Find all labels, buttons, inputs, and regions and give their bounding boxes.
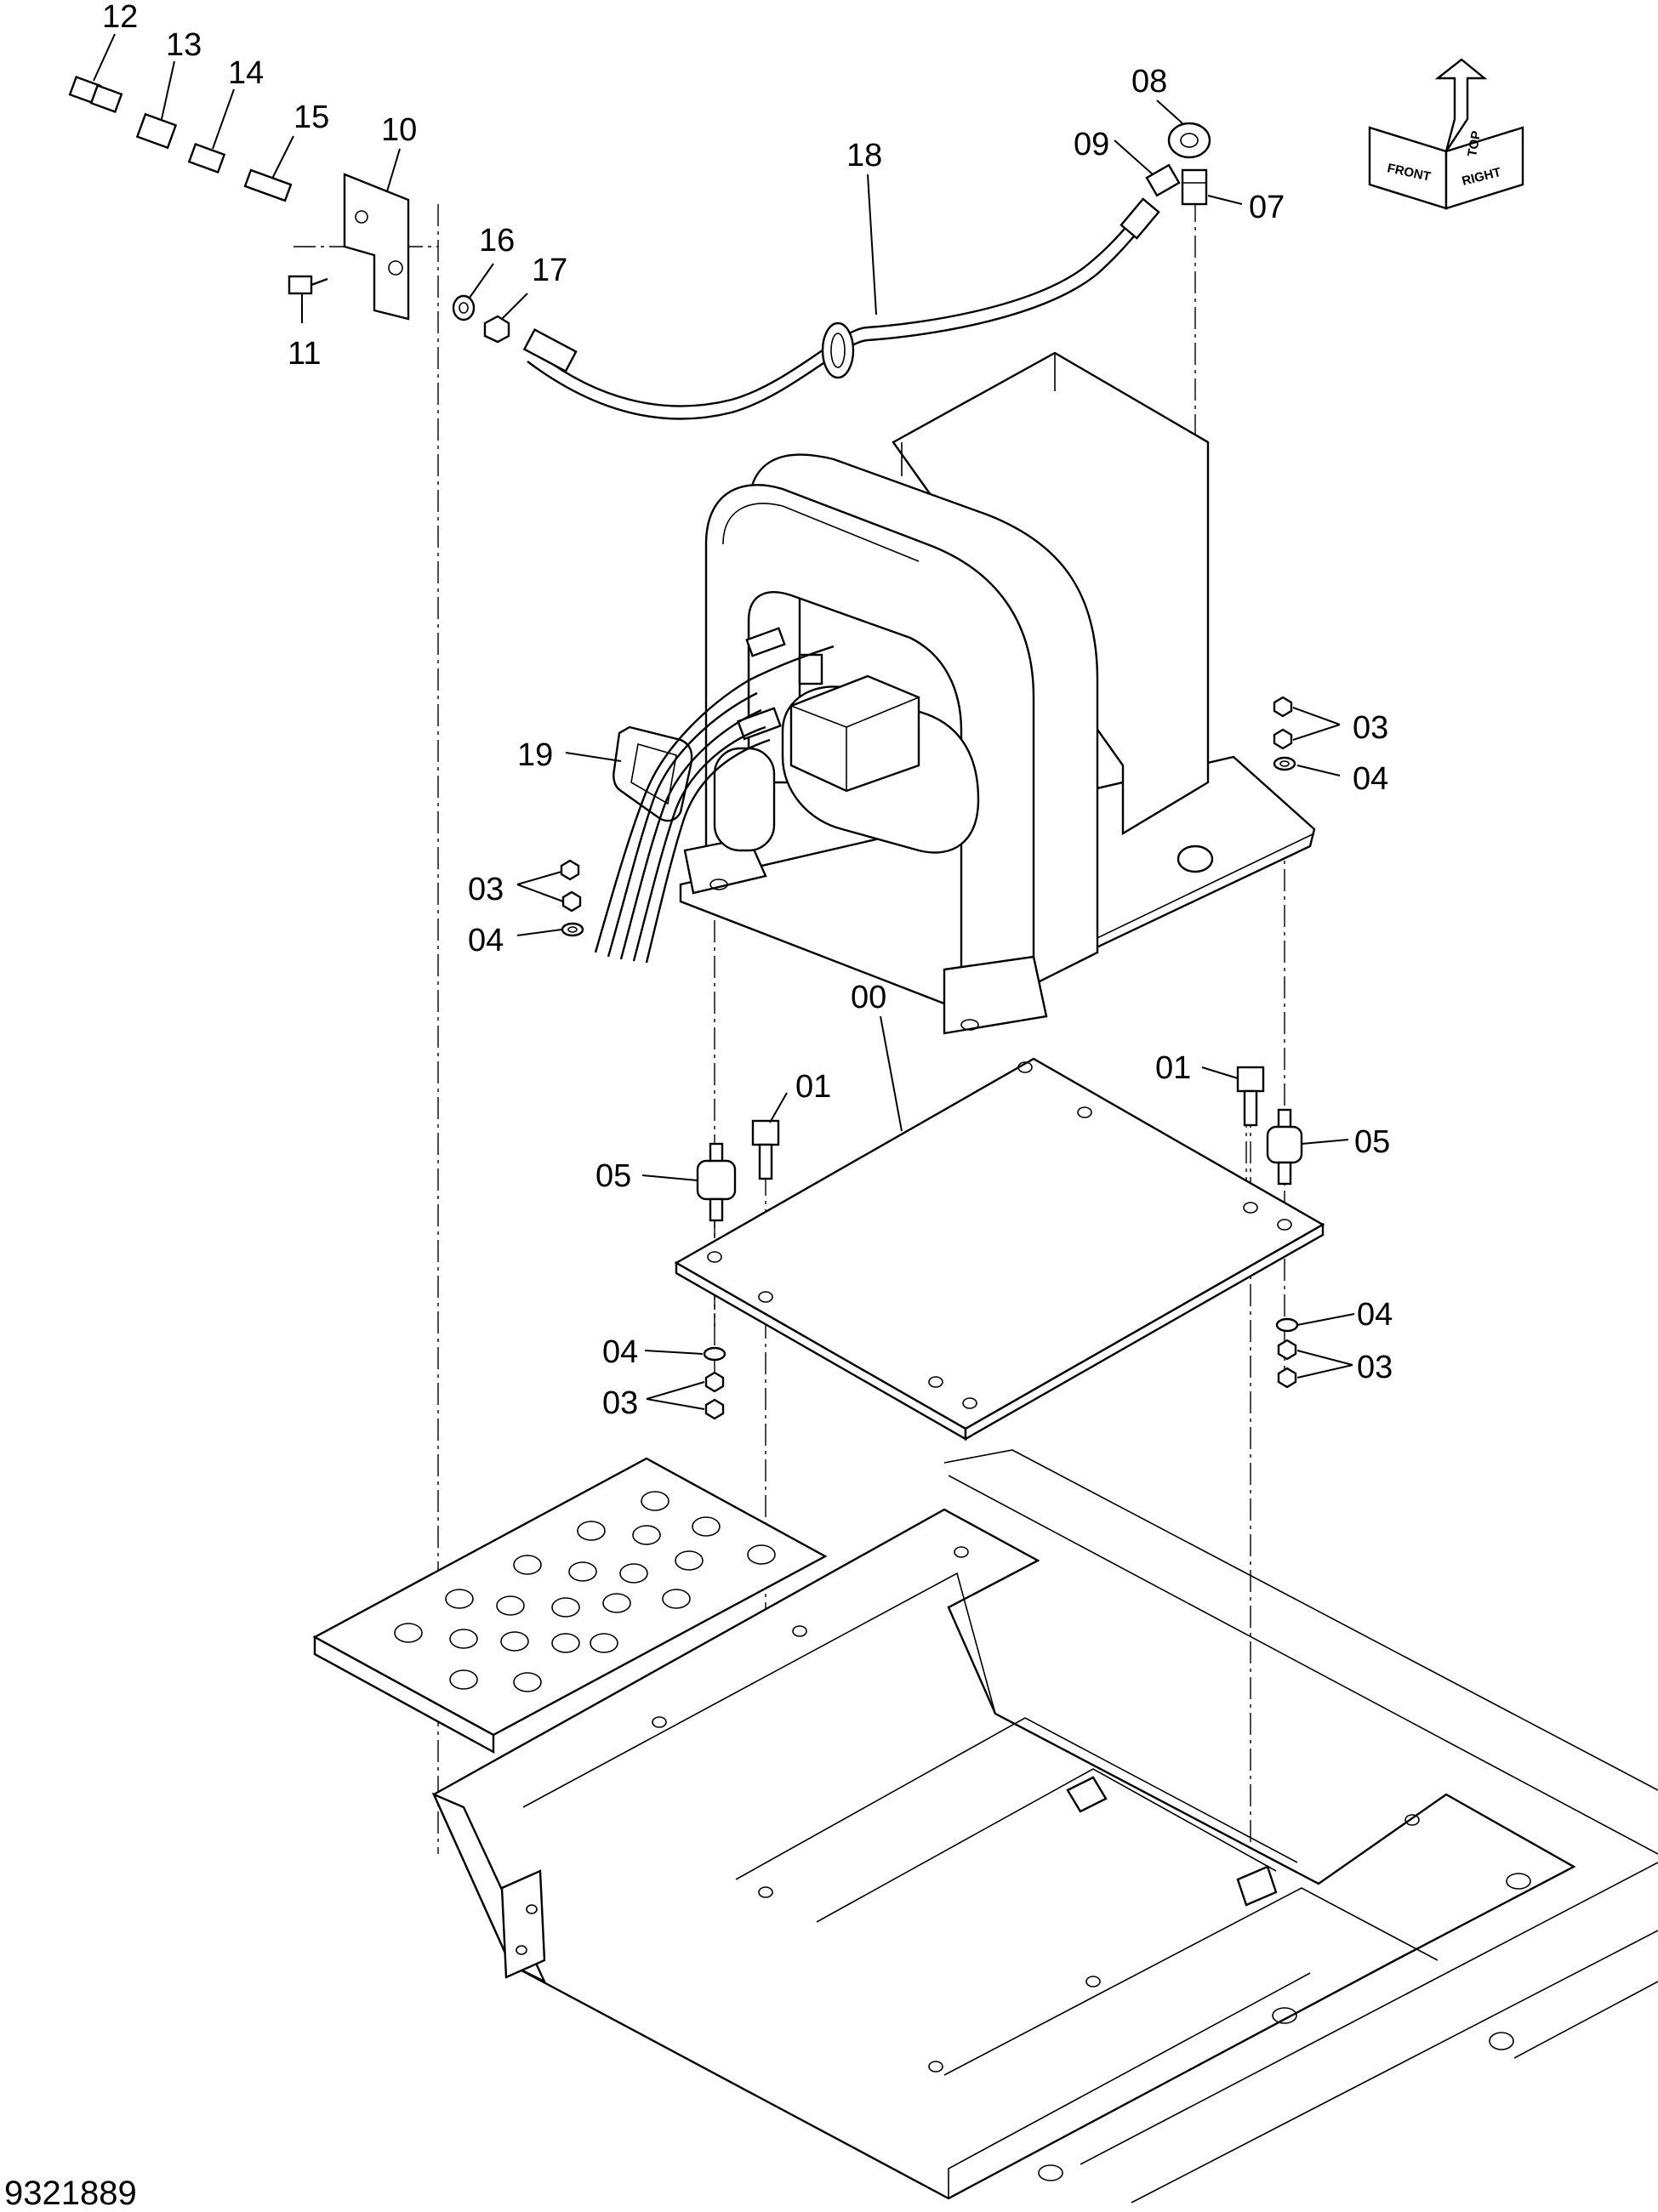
nuts-03-upper-right <box>1273 696 1293 750</box>
isolator-05-left <box>696 1142 737 1222</box>
drawing-number: 9321889 <box>4 2175 137 2212</box>
callout-15: 15 <box>293 100 329 135</box>
washer-04-upper-left <box>561 922 584 937</box>
grommet-19 <box>612 725 693 822</box>
callout-14: 14 <box>228 55 264 91</box>
callout-00: 00 <box>851 980 886 1015</box>
bolt-11 <box>288 275 328 295</box>
callout-labels: 12 13 14 15 10 11 16 17 18 08 09 07 19 0… <box>102 0 1393 1421</box>
callout-18: 18 <box>846 138 882 173</box>
callout-03-upper-left: 03 <box>468 872 504 907</box>
fitting-14 <box>187 142 226 174</box>
lower-hardware-left <box>703 1346 726 1420</box>
hose-18 <box>522 197 1160 420</box>
callout-01-right: 01 <box>1155 1050 1191 1086</box>
isolator-05-right <box>1266 1108 1303 1186</box>
floor-frame <box>312 1449 1658 2203</box>
callout-16: 16 <box>479 223 515 259</box>
fitting-12 <box>68 75 123 114</box>
callout-03-lower-left: 03 <box>602 1385 638 1421</box>
bolt-01-right <box>1236 1066 1265 1127</box>
callout-07: 07 <box>1249 190 1285 225</box>
callout-01-left: 01 <box>795 1069 831 1105</box>
bracket-10 <box>343 173 410 321</box>
callout-11: 11 <box>288 336 321 372</box>
callout-09: 09 <box>1074 127 1109 162</box>
callout-17: 17 <box>532 253 567 288</box>
washer-16 <box>452 294 476 321</box>
callout-05-right: 05 <box>1354 1124 1390 1160</box>
callout-05-left: 05 <box>595 1158 631 1194</box>
callout-04-lower-left: 04 <box>602 1334 638 1370</box>
callout-04-upper-right: 04 <box>1353 761 1388 797</box>
fitting-13 <box>135 112 178 150</box>
callout-13: 13 <box>166 27 202 63</box>
wire-harness <box>594 645 835 964</box>
leader-lines <box>93 33 1355 1410</box>
callout-10: 10 <box>381 112 417 148</box>
nuts-03-upper-left <box>560 859 582 913</box>
callout-04-lower-right: 04 <box>1357 1297 1393 1333</box>
callout-04-upper-left: 04 <box>468 923 504 958</box>
washer-04-upper-right <box>1273 756 1296 771</box>
step-plate-holes <box>394 1491 776 1692</box>
connector-07 <box>1181 168 1208 206</box>
callout-03-upper-right: 03 <box>1353 710 1388 746</box>
condenser-unit <box>679 351 1316 1035</box>
bolt-01-left <box>751 1119 780 1180</box>
orientation-indicator: FRONT RIGHT TOP <box>1368 58 1524 210</box>
elbow-fitting-08 <box>1167 122 1211 159</box>
nut-17 <box>483 315 510 344</box>
callout-19: 19 <box>517 737 553 773</box>
callout-08: 08 <box>1131 64 1167 100</box>
elbow-fitting-09 <box>1145 163 1181 197</box>
callout-12: 12 <box>102 0 138 35</box>
orientation-top-label: TOP <box>1465 130 1484 158</box>
lower-hardware-right <box>1275 1317 1299 1389</box>
callout-03-lower-right: 03 <box>1357 1350 1393 1385</box>
fitting-15 <box>243 168 293 202</box>
mount-plate-00 <box>674 1057 1325 1441</box>
